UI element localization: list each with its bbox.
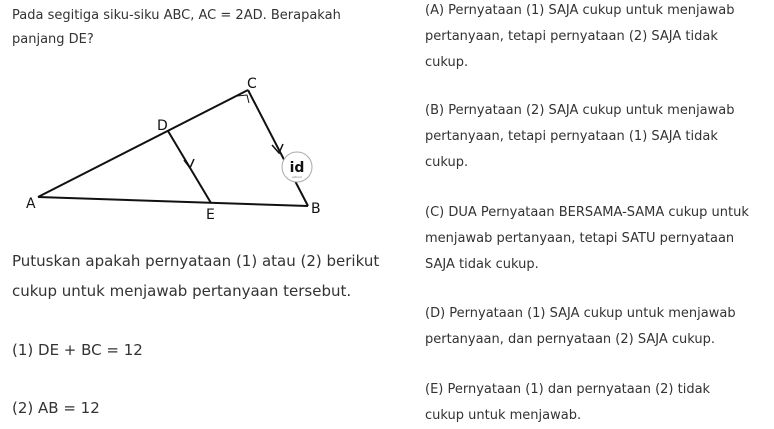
option-a[interactable]: (A) Pernyataan (1) SAJA cukup untuk menj… (425, 0, 770, 76)
side-cb (247, 89, 309, 207)
option-d[interactable]: (D) Pernyataan (1) SAJA cukup untuk menj… (425, 301, 770, 353)
question-line-1: Pada segitiga siku-siku ABC, AC = 2AD. B… (12, 8, 341, 23)
option-b-line: pertanyaan, tetapi pernyataan (1) SAJA t… (425, 129, 718, 144)
label-d: D (157, 118, 168, 134)
option-a-line: cukup. (425, 55, 469, 70)
label-e: E (206, 207, 215, 223)
side-ac (37, 89, 249, 198)
side-ab (37, 196, 309, 207)
idschool-logo: id school (281, 151, 313, 183)
parallel-arrow-de (183, 158, 195, 170)
option-c[interactable]: (C) DUA Pernyataan BERSAMA-SAMA cukup un… (425, 200, 770, 278)
triangle-diagram: A B C D E id school (26, 76, 321, 223)
option-b[interactable]: (B) Pernyataan (2) SAJA cukup untuk menj… (425, 98, 770, 176)
option-a-line: (A) Pernyataan (1) SAJA cukup untuk menj… (425, 3, 735, 18)
label-b: B (311, 201, 321, 217)
parallel-arrow-cb (271, 143, 284, 155)
label-c: C (247, 76, 257, 92)
option-d-line: (D) Pernyataan (1) SAJA cukup untuk menj… (425, 306, 736, 321)
svg-text:school: school (292, 175, 302, 179)
option-b-line: (B) Pernyataan (2) SAJA cukup untuk menj… (425, 103, 735, 118)
option-b-line: cukup. (425, 155, 469, 170)
instruction-line-2: cukup untuk menjawab pertanyaan tersebut… (12, 282, 352, 300)
option-d-line: pertanyaan, dan pernyataan (2) SAJA cuku… (425, 332, 715, 347)
instruction-line-1: Putuskan apakah pernyataan (1) atau (2) … (12, 252, 380, 270)
label-a: A (26, 196, 36, 212)
option-c-line: menjawab pertanyaan, tetapi SATU pernyat… (425, 231, 735, 246)
question-line-2: panjang DE? (12, 32, 94, 47)
option-e-line: cukup untuk menjawab. (425, 408, 582, 423)
option-a-line: pertanyaan, tetapi pernyataan (2) SAJA t… (425, 29, 718, 44)
svg-text:id: id (290, 160, 305, 176)
option-e[interactable]: (E) Pernyataan (1) dan pernyataan (2) ti… (425, 377, 770, 429)
statement-1: (1) DE + BC = 12 (12, 341, 143, 359)
statement-2: (2) AB = 12 (12, 399, 100, 417)
option-c-line: SAJA tidak cukup. (425, 257, 539, 272)
option-c-line: (C) DUA Pernyataan BERSAMA-SAMA cukup un… (425, 205, 749, 220)
right-angle-mark (236, 94, 250, 104)
option-e-line: (E) Pernyataan (1) dan pernyataan (2) ti… (425, 382, 711, 397)
